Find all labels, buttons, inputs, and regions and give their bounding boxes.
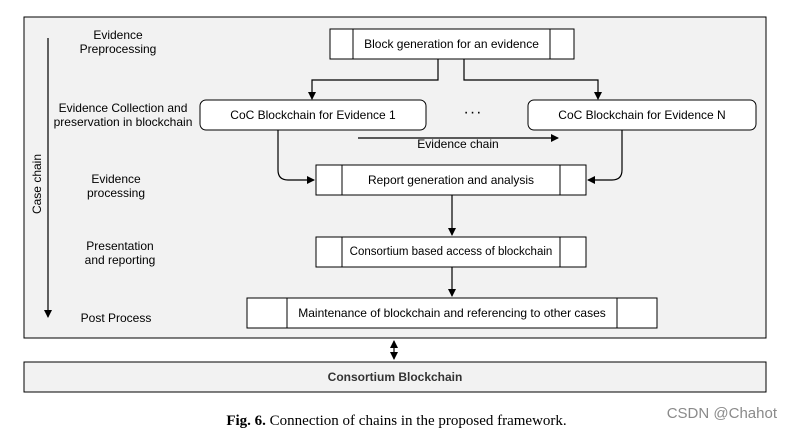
consortium-access-box [315,236,587,268]
stage-label-line: Preprocessing [79,42,157,56]
block-generation-box [329,28,575,60]
arrow-coc-last-to-report [587,130,623,184]
consortium-blockchain-bar [23,361,767,393]
watermark: CSDN @Chahot [666,405,777,422]
coc-last-box [527,99,757,131]
caption-text: Connection of chains in the proposed fra… [269,413,567,429]
figure-caption: Fig. 6. Connection of chains in the prop… [0,413,793,430]
stage-label-post-process: Post Process [60,311,172,325]
caption-prefix: Fig. 6. [226,413,266,429]
stage-label-line: Evidence [91,172,141,186]
stage-label-line: Evidence Collection and [58,101,188,115]
coc-first-label: CoC Blockchain for Evidence 1 [230,108,396,122]
stage-label-line: preservation in blockchain [53,115,193,129]
evidence-chain-label: Evidence chain [417,137,499,151]
case-chain-label: Case chain [30,153,44,215]
maintenance-box [246,297,658,329]
stage-label-line: Evidence [93,28,143,42]
consortium-access-label: Consortium based access of blockchain [349,246,553,258]
stage-label-line: Presentation [86,239,154,253]
stage-label-line: Post Process [80,311,152,325]
stage-label-line: processing [86,186,146,200]
report-generation-box [315,164,587,196]
stage-label-line: and reporting [84,253,156,267]
report-generation-label: Report generation and analysis [367,173,535,187]
consortium-blockchain-label: Consortium Blockchain [327,370,463,384]
stage-label-collection: Evidence Collection and preservation in … [52,101,194,129]
ellipsis-label: ··· [463,104,483,121]
arrow-to-coc-first [308,59,439,100]
stage-label-preprocessing: Evidence Preprocessing [60,28,176,56]
stage-label-processing: Evidence processing [60,172,172,200]
maintenance-label: Maintenance of blockchain and referencin… [298,306,606,320]
arrow-to-coc-last [463,59,602,100]
arrow-coc-first-to-report [277,130,315,184]
coc-first-box [199,99,427,131]
coc-last-label: CoC Blockchain for Evidence N [558,108,726,122]
block-generation-label: Block generation for an evidence [364,37,539,51]
stage-label-presentation: Presentation and reporting [60,239,180,267]
